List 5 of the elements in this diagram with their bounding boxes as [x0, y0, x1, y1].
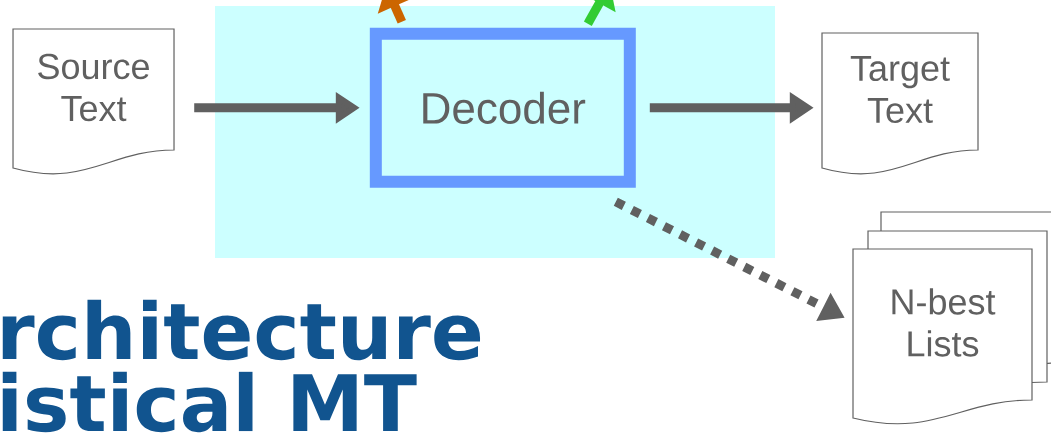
title-text: istical MT — [2, 371, 417, 433]
decoder-box: Decoder — [369, 27, 636, 188]
title-text: rchitecture — [2, 299, 480, 361]
document-stack: N-best Lists — [852, 211, 1051, 425]
highlight-band — [215, 6, 775, 258]
